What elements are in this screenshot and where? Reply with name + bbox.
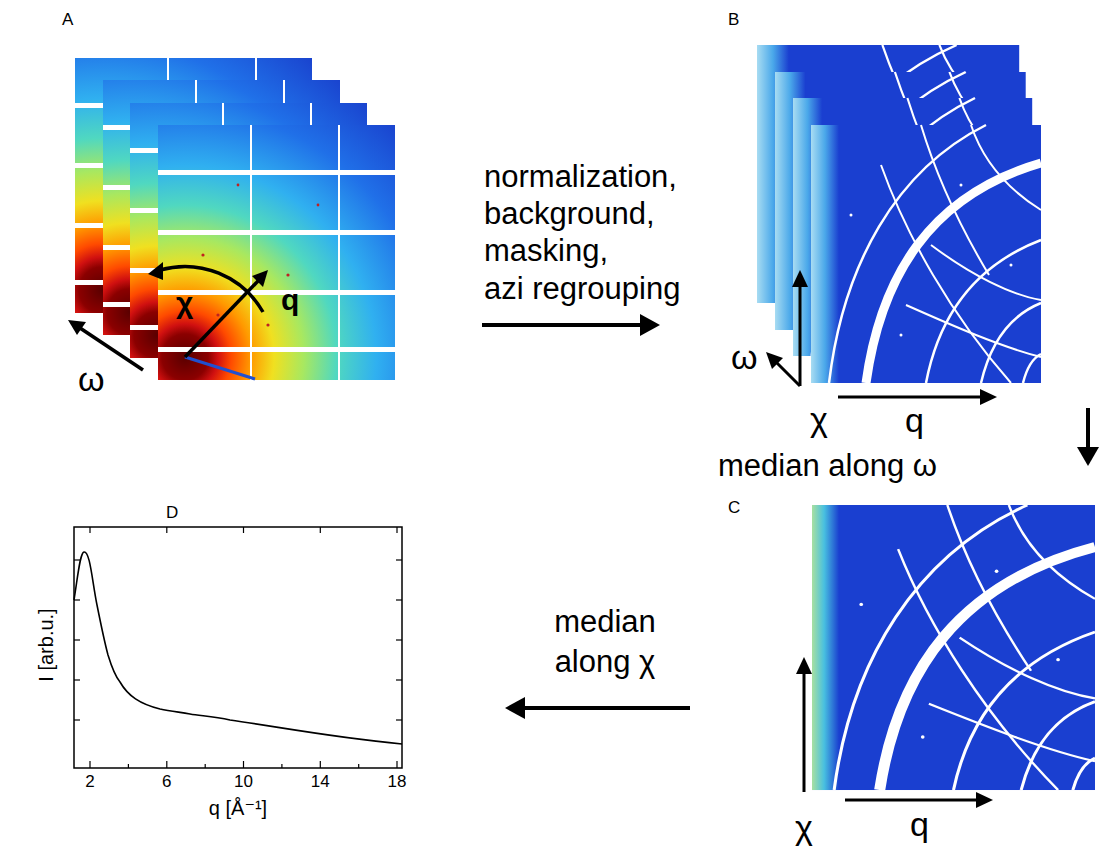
axis-arrows bbox=[766, 352, 783, 369]
detector-stack bbox=[75, 58, 395, 380]
intensity-plot bbox=[74, 639, 80, 640]
intensity-plot bbox=[243, 527, 244, 533]
regrouped-stack bbox=[811, 125, 1041, 383]
axis-arrows bbox=[803, 672, 806, 792]
median-image bbox=[812, 505, 1095, 790]
process-arrow bbox=[505, 697, 525, 719]
tick-label: 14 bbox=[311, 772, 330, 792]
intensity-plot bbox=[74, 599, 80, 600]
axis-title: I [arb.u.] bbox=[35, 608, 58, 681]
axis-label: χ bbox=[176, 286, 193, 321]
process-arrow bbox=[505, 697, 690, 719]
chi-arc-arrow bbox=[148, 262, 263, 312]
axis-arrows bbox=[796, 657, 812, 674]
panel-letter: A bbox=[62, 10, 73, 30]
median-image bbox=[834, 505, 1095, 790]
q-arrow bbox=[252, 270, 268, 287]
process-arrow bbox=[482, 323, 642, 327]
process-arrow bbox=[1077, 408, 1099, 466]
chi-arc-arrow bbox=[148, 262, 163, 280]
intensity-plot bbox=[243, 761, 244, 768]
intensity-plot bbox=[320, 761, 321, 768]
intensity-plot bbox=[89, 527, 90, 533]
intensity-plot bbox=[166, 527, 167, 533]
intensity-plot bbox=[74, 527, 402, 768]
tick-label: 2 bbox=[85, 772, 94, 792]
intensity-plot bbox=[74, 719, 80, 720]
panel-letter: B bbox=[728, 10, 739, 30]
axis-arrows bbox=[792, 270, 808, 287]
panel-letter: C bbox=[728, 498, 740, 518]
process-arrow bbox=[1086, 408, 1090, 449]
axis-label: q bbox=[281, 283, 299, 318]
axis-title: q [Å⁻¹] bbox=[209, 797, 267, 820]
detector-stack bbox=[185, 357, 255, 379]
axis-arrows bbox=[845, 799, 978, 802]
intensity-plot bbox=[396, 719, 402, 720]
axis-arrows bbox=[976, 792, 993, 808]
intensity-plot bbox=[74, 552, 402, 744]
axis-label: χ bbox=[795, 808, 813, 847]
step-label: median along ω bbox=[718, 448, 937, 484]
median-image bbox=[812, 505, 1095, 790]
intensity-plot bbox=[396, 527, 397, 533]
tick-label: 6 bbox=[162, 772, 171, 792]
detector-stack bbox=[158, 125, 395, 380]
axis-arrows bbox=[980, 389, 997, 405]
panel-letter: D bbox=[166, 503, 178, 523]
step-label: median along χ bbox=[540, 602, 670, 683]
regrouped-stack bbox=[829, 125, 1041, 383]
axis-label: χ bbox=[810, 400, 828, 439]
intensity-plot bbox=[396, 639, 402, 640]
regrouped-stack bbox=[811, 125, 1041, 383]
process-arrow bbox=[482, 314, 660, 336]
process-arrow bbox=[1077, 447, 1099, 466]
axis-arrows bbox=[838, 396, 982, 399]
intensity-plot bbox=[320, 527, 321, 533]
intensity-plot bbox=[396, 679, 402, 680]
q-arrow bbox=[185, 270, 268, 357]
intensity-plot bbox=[128, 764, 129, 768]
intensity-plot bbox=[396, 761, 397, 768]
intensity-plot bbox=[74, 527, 402, 768]
intensity-plot bbox=[166, 761, 167, 768]
omega-arrow bbox=[68, 320, 86, 335]
step-label: normalization, background, masking, azi … bbox=[484, 158, 680, 307]
intensity-plot bbox=[281, 764, 282, 768]
axis-arrows bbox=[776, 362, 800, 386]
tick-label: 10 bbox=[234, 772, 253, 792]
median-image bbox=[812, 505, 839, 790]
median-image bbox=[812, 505, 1095, 790]
intensity-plot bbox=[74, 559, 80, 560]
axis-label: q bbox=[910, 805, 929, 844]
chi-arc-arrow bbox=[160, 267, 263, 312]
process-arrow bbox=[522, 706, 690, 710]
intensity-plot bbox=[74, 527, 402, 768]
intensity-plot bbox=[74, 679, 80, 680]
axis-label: q bbox=[905, 401, 924, 440]
intensity-plot bbox=[89, 761, 90, 768]
intensity-plot bbox=[396, 599, 402, 600]
axis-label: ω bbox=[78, 360, 105, 399]
axis-label: ω bbox=[731, 338, 758, 377]
intensity-plot bbox=[358, 764, 359, 768]
intensity-plot bbox=[205, 764, 206, 768]
axis-arrows bbox=[796, 657, 993, 808]
tick-label: 18 bbox=[388, 772, 407, 792]
axis-arrows bbox=[799, 285, 802, 386]
intensity-plot bbox=[396, 559, 402, 560]
process-arrow bbox=[640, 314, 660, 336]
axis-arrows bbox=[766, 270, 997, 405]
